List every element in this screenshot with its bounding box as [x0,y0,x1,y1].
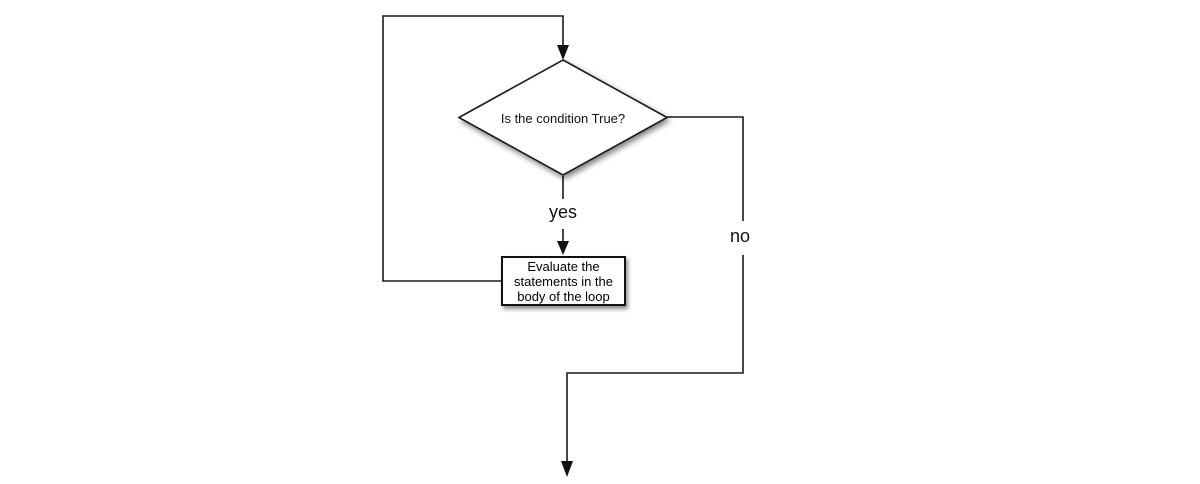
no-connector-lower [566,255,744,462]
loopback-connector [382,15,564,282]
entry-arrowhead-icon [557,45,569,60]
decision-label: Is the condition True? [500,110,626,126]
process-line-3: body of the loop [517,288,610,304]
no-connector-upper [667,116,744,221]
decision-diamond [457,59,669,176]
yes-arrowhead-icon [557,241,569,255]
process-box: Evaluate the statements in the body of t… [501,256,626,306]
yes-branch-label: yes [548,202,577,222]
exit-arrowhead-icon [561,461,573,477]
no-branch-label: no [729,226,751,246]
process-line-1: Evaluate the [527,258,600,274]
process-line-2: statements in the [514,273,613,289]
